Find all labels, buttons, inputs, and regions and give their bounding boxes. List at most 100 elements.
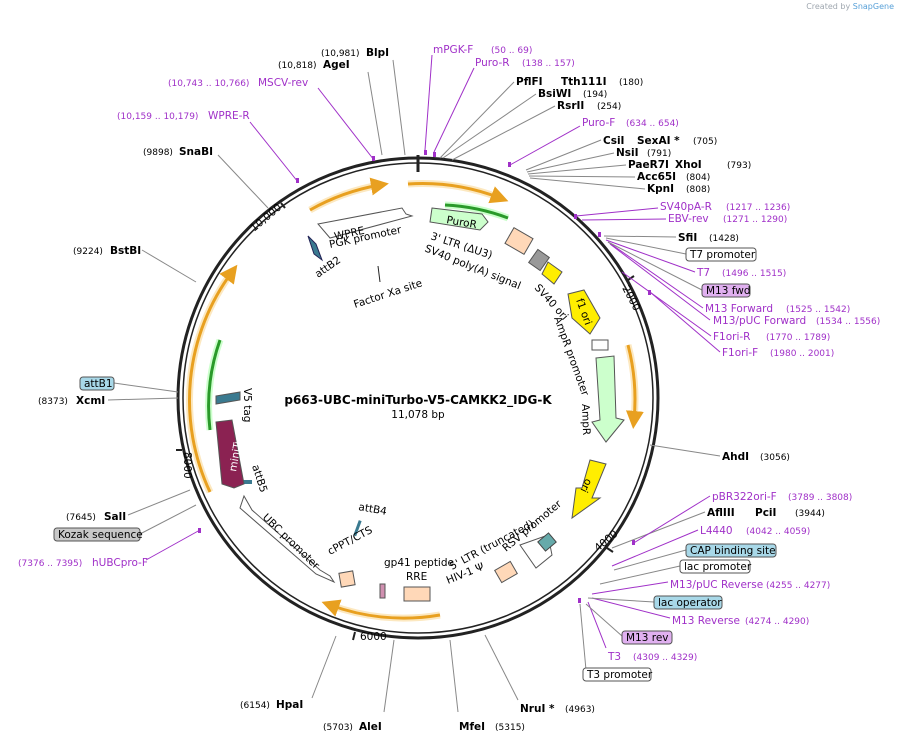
snapgene-brand: SnapGene xyxy=(852,2,894,11)
f1-ori-arrow xyxy=(567,289,601,335)
attb5-shape xyxy=(238,480,252,484)
site-bstbi-pos: (9224) xyxy=(73,247,103,257)
site-mfei-name: MfeI xyxy=(459,721,485,733)
site-xcmi-name: XcmI xyxy=(76,395,105,407)
site-xhoi-name: XhoI xyxy=(675,159,702,171)
primer-m13rev-range: (4274 .. 4290) xyxy=(745,617,809,627)
label-sv40-ori: SV40 ori xyxy=(532,282,571,323)
label-ubc-promoter: UBC promoter xyxy=(260,512,322,573)
site-paer7i-pos: (793) xyxy=(727,161,751,171)
primer-puror-name: Puro-R xyxy=(475,57,510,69)
orf-arc-right xyxy=(625,344,644,429)
pgk-promoter-arrow xyxy=(317,207,414,239)
site-snabi-pos: (9898) xyxy=(143,148,173,158)
gp41-box xyxy=(379,583,386,599)
site-kpni-pos: (808) xyxy=(686,185,710,195)
site-pcii-name: PciI xyxy=(755,507,776,519)
ltr5-marker xyxy=(537,532,557,552)
hiv-psi-box xyxy=(494,560,518,584)
site-agei-name: AgeI xyxy=(323,59,350,71)
sv40-ori-box xyxy=(541,261,563,285)
box-m13-rev: M13 rev xyxy=(626,632,669,644)
primer-pbr322orif-name: pBR322ori-F xyxy=(712,491,777,503)
puror-arrow xyxy=(429,207,489,231)
site-sali-pos: (7645) xyxy=(66,513,96,523)
primer-m13pucfwd-name: M13/pUC Forward xyxy=(713,315,806,327)
site-acc65i-name: Acc65I xyxy=(637,171,676,183)
site-bsiwi-name: BsiWI xyxy=(538,88,571,100)
primer-l4440-name: L4440 xyxy=(700,525,733,537)
site-alei-pos: (5703) xyxy=(323,723,353,733)
site-mfei-pos: (5315) xyxy=(495,723,525,733)
orf-arc-wpre xyxy=(309,177,389,212)
box-lac-promoter: lac promoter xyxy=(684,561,752,573)
cppt-box xyxy=(338,570,356,588)
primer-l4440-range: (4042 .. 4059) xyxy=(746,527,810,537)
ubc-promoter-arrow xyxy=(239,494,336,584)
plasmid-size: 11,078 bp xyxy=(391,409,445,421)
label-cppt: cPPT/CTS xyxy=(326,524,375,558)
orf-arc-bottom xyxy=(321,599,441,620)
boxed-labels: T7 promoter M13 fwd CAP binding site lac… xyxy=(53,237,777,682)
primer-sv40par-range: (1217 .. 1236) xyxy=(726,203,790,213)
site-paer7i-name: PaeR7I xyxy=(628,159,669,171)
site-tth111i-name: Tth111I xyxy=(561,76,606,88)
primer-mscvrev-range: (10,743 .. 10,766) xyxy=(168,79,249,89)
primer-m13fwd-name: M13 Forward xyxy=(705,303,773,315)
feature-shapes xyxy=(215,207,625,602)
box-t3-promoter: T3 promoter xyxy=(586,669,653,681)
miniturbo-arrow xyxy=(215,419,245,489)
label-gp41: gp41 peptide xyxy=(384,557,454,569)
label-attb4: attB4 xyxy=(357,501,388,518)
label-ori: ori xyxy=(578,477,595,494)
label-puror: PuroR xyxy=(445,214,477,231)
site-bstbi-name: BstBI xyxy=(110,245,141,257)
site-snabi-name: SnaBI xyxy=(179,146,213,158)
attb4-shape xyxy=(353,520,362,537)
primer-t7-name: T7 xyxy=(696,267,710,279)
primer-m13fwd-range: (1525 .. 1542) xyxy=(786,305,850,315)
tick-6000: 6000 xyxy=(352,631,387,643)
site-pflfi-name: PflFI xyxy=(516,76,543,88)
primer-wprer-name: WPRE-R xyxy=(208,110,250,122)
orf-arcs xyxy=(185,177,644,622)
ampr-arrow xyxy=(591,355,625,443)
primer-m13pucfwd-range: (1534 .. 1556) xyxy=(816,317,880,327)
primer-mscvrev-name: MSCV-rev xyxy=(258,77,308,89)
orf-arc-miniturbo xyxy=(207,339,222,431)
site-acc65i-pos: (804) xyxy=(686,173,710,183)
site-pflfi-pos: (180) xyxy=(619,78,643,88)
label-attb5: attB5 xyxy=(249,463,269,494)
orf-arc-puror xyxy=(444,203,509,220)
primer-pbr322orif-range: (3789 .. 3808) xyxy=(788,493,852,503)
primer-sv40par-name: SV40pA-R xyxy=(660,201,712,213)
site-csii-name: CsiI xyxy=(603,135,624,147)
box-kozak-sequence: Kozak sequence xyxy=(58,529,143,541)
plasmid-name: p663-UBC-miniTurbo-V5-CAMKK2_IDG-K xyxy=(284,393,552,408)
site-ahdi-pos: (3056) xyxy=(760,453,790,463)
tick-8000: 8000 xyxy=(176,449,193,479)
primer-ebvrev-name: EBV-rev xyxy=(668,213,709,225)
svg-text:2000: 2000 xyxy=(619,284,642,313)
site-sfii-pos: (1428) xyxy=(709,234,739,244)
site-bsiwi-pos: (194) xyxy=(583,90,607,100)
site-rsrii-pos: (254) xyxy=(597,102,621,112)
primer-f1orir-name: F1ori-R xyxy=(713,331,750,343)
site-xcmi-pos: (8373) xyxy=(38,397,68,407)
box-m13-fwd: M13 fwd xyxy=(706,285,751,297)
primer-wprer-range: (10,159 .. 10,179) xyxy=(117,112,198,122)
factor-xa-line xyxy=(377,265,381,283)
site-blpi-name: BlpI xyxy=(366,47,389,59)
primer-markers xyxy=(198,150,651,603)
primer-hubcprof-range: (7376 .. 7395) xyxy=(18,559,82,569)
label-rre: RRE xyxy=(406,571,427,583)
label-v5-tag: V5 tag xyxy=(241,388,253,422)
site-nrui-name: NruI * xyxy=(520,703,555,715)
site-hpai-pos: (6154) xyxy=(240,701,270,711)
box-lac-operator: lac operator xyxy=(658,597,722,609)
label-attb2: attB2 xyxy=(313,254,343,280)
primer-hubcprof-name: hUBCpro-F xyxy=(92,557,148,569)
primer-f1orir-range: (1770 .. 1789) xyxy=(766,333,830,343)
primer-t7-range: (1496 .. 1515) xyxy=(722,269,786,279)
